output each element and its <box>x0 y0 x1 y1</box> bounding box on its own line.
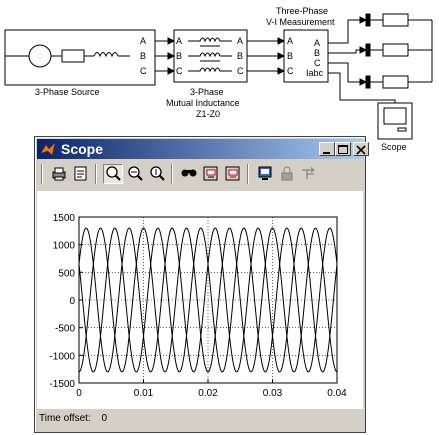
signal-selection-icon <box>302 167 315 179</box>
parameters-icon <box>74 166 87 181</box>
scope-window[interactable]: Scope <box>34 136 369 433</box>
plot-area[interactable]: 0 0.01 0.02 0.03 0.04 1500 1000 500 0 -500 -1000 -1… <box>37 191 363 409</box>
mutual-port-c-out: C <box>237 66 244 76</box>
mutual-port-b-out: B <box>237 51 243 61</box>
save-axes-button[interactable] <box>201 164 221 184</box>
mutual-label-3: Z1-Z0 <box>196 109 221 119</box>
scope-plot[interactable]: 0 0.01 0.02 0.03 0.04 1500 1000 500 0 -500 -1000 -1… <box>37 191 363 409</box>
time-offset: Time offset: 0 <box>39 413 107 424</box>
x-tick-label: 0.02 <box>198 388 218 399</box>
title-bar[interactable]: Scope <box>37 139 369 159</box>
toolbar-separator <box>95 164 97 184</box>
meas-port-c-in: C <box>287 66 294 76</box>
time-offset-label: Time offset: <box>39 413 91 424</box>
zoom-y-icon <box>150 166 165 181</box>
lock-icon <box>281 166 293 181</box>
restore-axes-icon <box>225 166 240 181</box>
zoom-x-button[interactable] <box>125 164 145 184</box>
time-offset-value: 0 <box>101 413 108 424</box>
save-axes-icon <box>203 166 218 181</box>
parameters-button[interactable] <box>71 164 91 184</box>
mutual-label-2: Mutual Inductance <box>166 98 240 108</box>
vi-measurement-block[interactable] <box>283 29 329 83</box>
mutual-port-a-out: A <box>237 36 243 46</box>
wire-mutual-meas <box>247 37 286 75</box>
mutual-port-c-in: C <box>176 66 183 76</box>
close-icon <box>356 145 366 155</box>
toolbar-grip <box>41 164 43 184</box>
autoscale-button[interactable] <box>179 164 199 184</box>
load-resistors[interactable] <box>365 13 433 89</box>
restore-axes-button[interactable] <box>223 164 243 184</box>
autoscale-icon <box>181 169 197 177</box>
print-icon <box>52 167 66 181</box>
axes-box <box>78 216 338 384</box>
lock-button[interactable] <box>277 164 297 184</box>
maximize-button[interactable] <box>335 142 351 156</box>
wire-meas-loads <box>328 16 399 118</box>
meas-port-b-in: B <box>287 51 293 61</box>
source-label: 3-Phase Source <box>35 87 100 97</box>
x-tick-label: 0.03 <box>263 388 283 399</box>
x-tick-label: 0 <box>76 388 82 399</box>
close-button[interactable] <box>353 142 369 156</box>
y-tick-label: 500 <box>58 268 75 279</box>
y-tick-label: 0 <box>69 296 75 307</box>
zoom-x-icon <box>128 166 143 181</box>
floating-scope-button[interactable] <box>255 164 275 184</box>
meas-port-a-out: A <box>314 38 320 48</box>
toolbar-separator <box>247 164 249 184</box>
mutual-label-1: 3-Phase <box>190 87 224 97</box>
y-tick-label: -1000 <box>49 351 75 362</box>
meas-port-iabc: Iabc <box>306 68 324 78</box>
toolbar <box>37 161 363 189</box>
window-title: Scope <box>61 141 104 157</box>
series-line-3 <box>78 227 338 373</box>
minimize-button[interactable] <box>319 142 335 156</box>
meas-port-b-out: B <box>314 48 320 58</box>
meas-label-1: Three-Phase <box>276 6 329 16</box>
x-tick-label: 0.01 <box>134 388 154 399</box>
y-tick-label: -1500 <box>49 379 75 390</box>
meas-port-a-in: A <box>287 36 293 46</box>
minimize-icon <box>323 152 330 154</box>
y-tick-label: 1500 <box>53 213 76 224</box>
series-line-2 <box>78 227 338 373</box>
scope-block[interactable] <box>377 102 413 140</box>
zoom-y-button[interactable] <box>147 164 167 184</box>
meas-label-2: V-I Measurement <box>266 17 335 27</box>
meas-port-c-out: C <box>314 58 321 68</box>
y-tick-label: -500 <box>55 324 75 335</box>
toolbar-separator <box>171 164 173 184</box>
source-port-c: C <box>140 66 147 76</box>
matlab-icon <box>40 142 56 156</box>
y-tick-label: 1000 <box>53 241 76 252</box>
mutual-port-a-in: A <box>176 36 182 46</box>
signal-selection-button[interactable] <box>299 164 319 184</box>
source-port-a: A <box>140 36 146 46</box>
floating-scope-icon <box>258 166 272 180</box>
zoom-icon <box>106 166 121 181</box>
x-tick-label: 0.04 <box>327 388 347 399</box>
maximize-icon <box>338 145 348 154</box>
wire-source-mutual <box>155 37 176 75</box>
mutual-port-b-in: B <box>176 51 182 61</box>
source-port-b: B <box>140 51 146 61</box>
scope-block-label: Scope <box>381 142 407 152</box>
three-phase-source-block[interactable] <box>4 29 156 86</box>
print-button[interactable] <box>49 164 69 184</box>
zoom-button[interactable] <box>103 164 123 184</box>
